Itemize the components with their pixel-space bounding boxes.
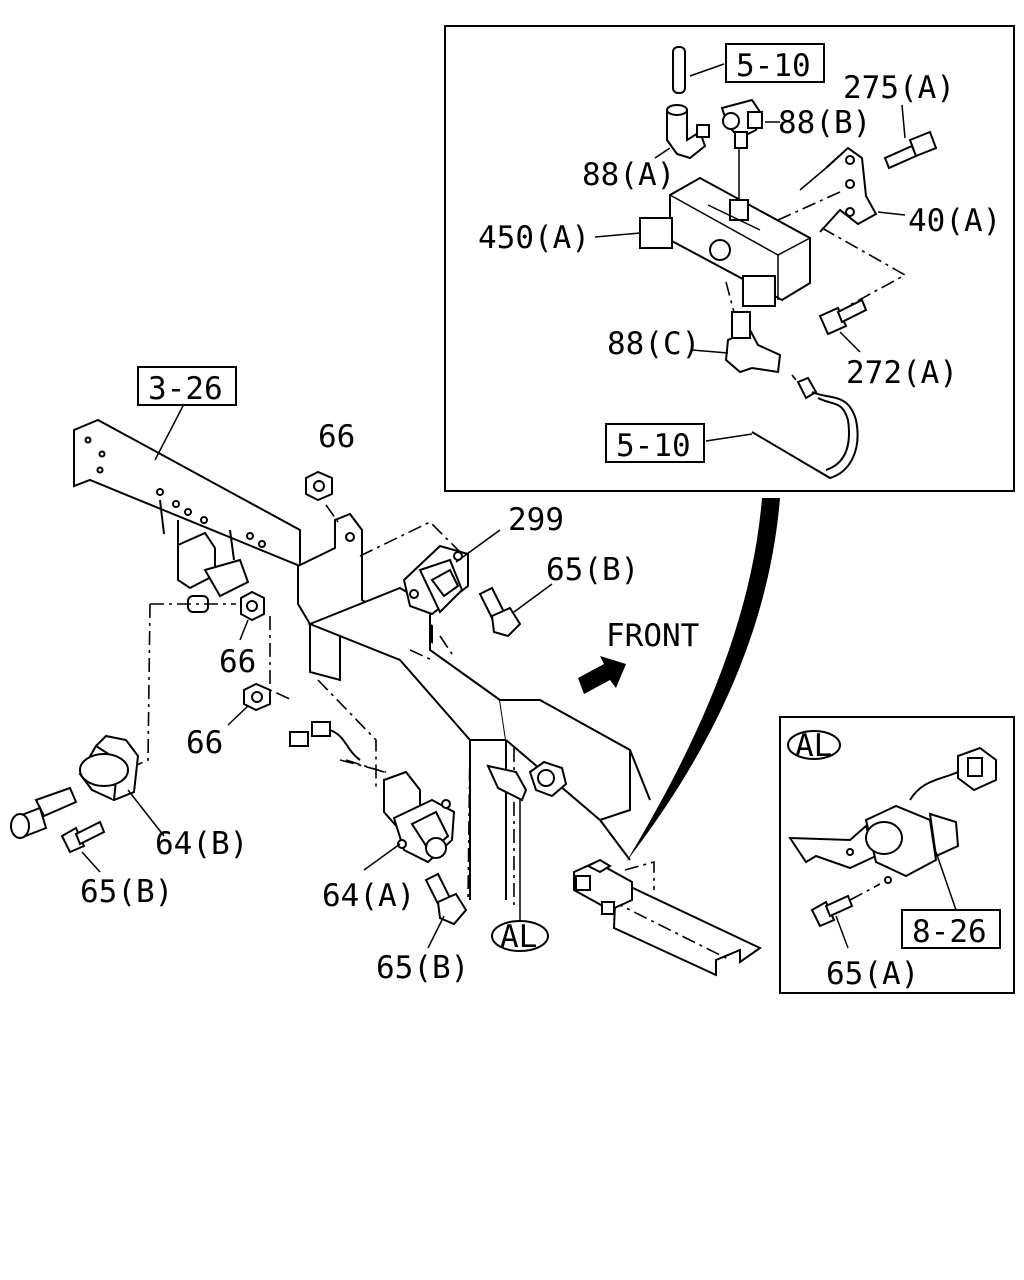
ref-box-5-10-top <box>725 43 825 83</box>
label-275a: 275(A) <box>843 70 955 106</box>
bolt-65a <box>810 894 854 928</box>
frame-assembly <box>73 418 762 977</box>
valve-detail-inset: 5-10 88(A) 88(B) 275(A) <box>444 25 1015 492</box>
label-40a: 40(A) <box>908 203 1001 239</box>
al-label-main: AL <box>500 919 537 955</box>
bracket-40a <box>799 146 878 233</box>
ref-label-5-10-bottom: 5-10 <box>616 428 691 464</box>
relay-valve-mounted <box>573 858 633 915</box>
label-88c: 88(C) <box>607 326 700 362</box>
ref-box-8-26 <box>901 909 1001 949</box>
ref-box-3-26 <box>137 366 237 406</box>
fitting-88b <box>720 98 763 149</box>
actuator-64a <box>383 770 456 864</box>
front-arrow-icon <box>578 656 626 694</box>
label-65a: 65(A) <box>826 956 919 992</box>
al-badge-main <box>491 920 549 952</box>
label-65b-bottom: 65(B) <box>376 950 469 986</box>
nut-66-left <box>243 682 271 712</box>
al-label-inset: AL <box>795 728 832 764</box>
label-299: 299 <box>508 502 564 538</box>
label-64a: 64(A) <box>322 878 415 914</box>
label-272a: 272(A) <box>846 355 958 391</box>
label-66-left: 66 <box>186 725 223 761</box>
al-badge-inset <box>787 730 841 760</box>
fitting-88a <box>666 104 710 160</box>
label-65b-top: 65(B) <box>546 552 639 588</box>
label-64b: 64(B) <box>155 826 248 862</box>
pipe-stub-top <box>672 46 686 94</box>
bolt-65b-bottom <box>424 872 468 926</box>
bolt-275a <box>883 130 938 170</box>
al-sensor-frame <box>486 760 568 802</box>
nut-66-mid <box>240 590 265 622</box>
actuator-64b <box>10 734 140 840</box>
label-66-mid: 66 <box>219 644 256 680</box>
fitting-88c <box>724 311 782 374</box>
brake-chamber-299 <box>402 544 469 616</box>
ref-label-8-26: 8-26 <box>912 914 987 950</box>
label-66-top: 66 <box>318 419 355 455</box>
inset-pointer <box>626 498 780 862</box>
label-450a: 450(A) <box>478 220 590 256</box>
al-detail-inset: AL 65(A) 8-26 <box>779 716 1015 994</box>
sensor-assembly-al <box>788 746 997 884</box>
relay-valve-450a <box>639 148 811 307</box>
wire-connector <box>289 721 385 773</box>
bolt-65b-left <box>60 820 106 854</box>
label-88a: 88(A) <box>582 157 675 193</box>
label-65b-left: 65(B) <box>80 874 173 910</box>
bolt-65b-top <box>478 586 522 638</box>
ref-box-5-10-bottom <box>605 423 705 463</box>
ref-label-3-26: 3-26 <box>148 371 223 407</box>
ref-label-5-10-top: 5-10 <box>736 48 811 84</box>
label-88b: 88(B) <box>778 105 871 141</box>
bolt-272a <box>818 298 868 336</box>
front-label: FRONT <box>606 618 699 654</box>
air-pipe <box>751 376 859 480</box>
nut-66-top <box>305 470 333 502</box>
